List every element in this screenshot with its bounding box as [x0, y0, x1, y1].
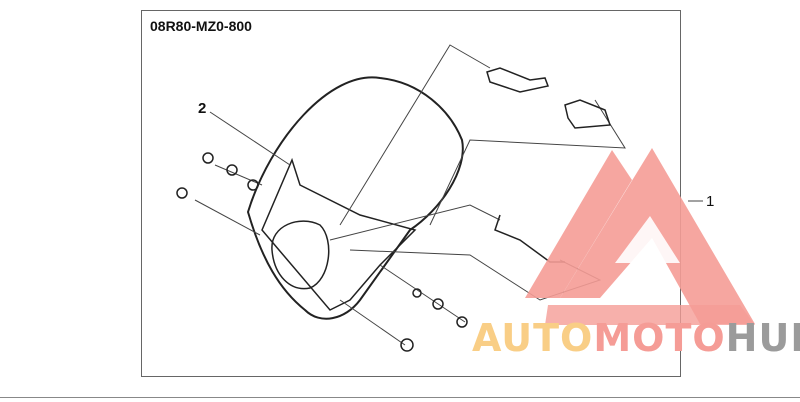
hardware — [176, 67, 612, 352]
mount-bracket — [261, 157, 417, 311]
watermark-hub: HUB — [725, 316, 800, 360]
part-number-label: 08R80-MZ0-800 — [150, 18, 252, 34]
windscreen — [246, 76, 464, 320]
watermark-logo — [525, 148, 755, 325]
callout-2[interactable]: 2 — [198, 100, 207, 117]
diagram-frame — [141, 10, 681, 377]
watermark-auto: AUTO — [472, 316, 594, 360]
bracket-upper — [486, 67, 550, 93]
headlight-opening — [271, 220, 330, 290]
watermark-moto: MOTO — [593, 316, 726, 360]
divider — [0, 397, 800, 398]
watermark-text: AUTOMOTOHUB — [472, 316, 800, 360]
bracket-right — [564, 99, 612, 129]
callout-1[interactable]: 1 — [706, 193, 715, 210]
